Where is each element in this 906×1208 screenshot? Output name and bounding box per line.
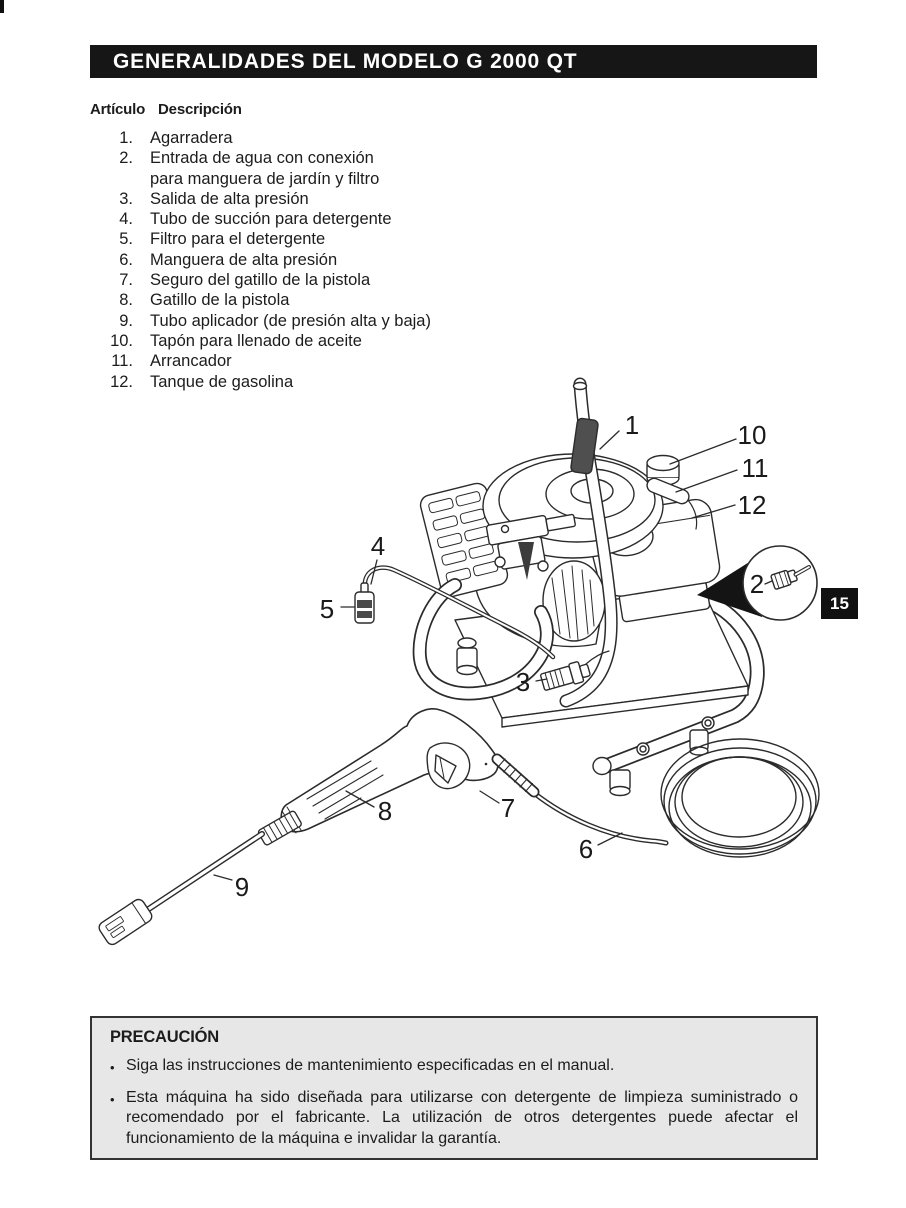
callout-5: 5 <box>320 594 334 624</box>
item-number: 8. <box>119 291 133 310</box>
page-title: GENERALIDADES DEL MODELO G 2000 QT <box>113 49 578 73</box>
list-item: 10. Tapón para llenado de aceite <box>85 331 505 351</box>
column-header-item: Artículo <box>90 101 146 118</box>
starter-handle <box>646 477 698 530</box>
item-number: 12. <box>110 372 133 391</box>
list-item: 12. Tanque de gasolina <box>85 372 505 392</box>
front-frame-loop <box>412 578 554 701</box>
list-item: 3. Salida de alta presión <box>85 189 505 209</box>
item-number: 5. <box>119 230 133 249</box>
callout-7: 7 <box>501 793 515 823</box>
callout-8: 8 <box>378 796 392 826</box>
callout-9: 9 <box>235 872 249 902</box>
item-description: Arrancador <box>150 352 232 371</box>
caution-box: PRECAUCIÓN • Siga las instrucciones de ma… <box>90 1016 818 1160</box>
list-item: 8. Gatillo de la pistola <box>85 290 505 310</box>
spray-gun <box>98 708 540 946</box>
list-item: 9. Tubo aplicador (de presión alta y baja… <box>85 311 505 331</box>
item-description: Tapón para llenado de aceite <box>150 331 362 350</box>
caution-bullet: • Esta máquina ha sido diseñada para util… <box>110 1088 798 1150</box>
page-number-tab: 15 <box>821 588 858 619</box>
item-number: 7. <box>119 271 133 290</box>
caution-bullet-text: Esta máquina ha sido diseñada para utili… <box>126 1088 798 1147</box>
item-number: 1. <box>119 129 133 147</box>
item-description: Tubo de succión para detergente <box>150 210 392 229</box>
item-description: Entrada de agua con conexión para mangue… <box>150 149 380 188</box>
carburetor-detail <box>485 513 576 580</box>
bullet-icon: • <box>110 1091 115 1107</box>
callout-4: 4 <box>371 531 385 561</box>
item-number: 6. <box>119 250 133 269</box>
detergent-filter <box>354 582 375 624</box>
callout-1: 1 <box>625 410 639 440</box>
high-pressure-hose <box>531 738 820 858</box>
parts-list: 1. Agarradera 2. Entrada de agua con conexi… <box>85 128 505 392</box>
outlet-fitting <box>539 650 610 691</box>
callout-11: 11 <box>742 453 769 483</box>
frame-feet <box>609 716 715 797</box>
parts-list-header: Artículo Descripción <box>90 101 242 118</box>
callout-6: 6 <box>579 834 593 864</box>
item-description: Tanque de gasolina <box>150 372 294 391</box>
item-number: 10. <box>110 331 133 350</box>
item-description: Agarradera <box>150 129 233 147</box>
callout-3: 3 <box>516 667 530 697</box>
caution-bullet-text: Siga las instrucciones de mantenimiento … <box>126 1057 615 1074</box>
caution-title: PRECAUCIÓN <box>110 1028 219 1046</box>
list-item: 5. Filtro para el detergente <box>85 229 505 249</box>
caution-bullet: • Siga las instrucciones de mantenimiento… <box>110 1056 798 1079</box>
caution-bullet-list: • Siga las instrucciones de mantenimiento… <box>110 1056 798 1149</box>
item-number: 9. <box>119 311 133 330</box>
list-item: 6. Manguera de alta presión <box>85 250 505 270</box>
item-description: Salida de alta presión <box>150 189 309 208</box>
callout-leader-lines <box>213 430 773 881</box>
item-description: Manguera de alta presión <box>150 250 338 269</box>
section-header-bar: GENERALIDADES DEL MODELO G 2000 QT <box>90 45 817 78</box>
bullet-icon: • <box>110 1060 115 1075</box>
callout-2: 2 <box>750 569 764 599</box>
list-item: 1. Agarradera <box>85 128 505 148</box>
list-item: 11. Arrancador <box>85 351 505 371</box>
item-description: Seguro del gatillo de la pistola <box>150 271 371 290</box>
item-description: Filtro para el detergente <box>150 230 326 249</box>
machine-illustration <box>98 377 820 946</box>
item-number: 2. <box>119 149 133 168</box>
print-corner-mark <box>0 0 4 13</box>
item-description: Tubo aplicador (de presión alta y baja) <box>150 311 431 330</box>
list-item: 7. Seguro del gatillo de la pistola <box>85 270 505 290</box>
callout-numbers: 1 2 3 4 5 6 7 8 9 10 11 12 <box>235 410 769 902</box>
oil-cap <box>646 454 680 487</box>
list-item: 4. Tubo de succión para detergente <box>85 209 505 229</box>
item-number: 4. <box>119 210 133 229</box>
handle <box>559 377 618 708</box>
item-number: 3. <box>119 189 133 208</box>
item-number: 11. <box>111 352 133 371</box>
item-description: Gatillo de la pistola <box>150 291 290 310</box>
callout-10: 10 <box>738 420 767 450</box>
column-header-description: Descripción <box>158 101 242 118</box>
inlet-callout <box>697 545 818 621</box>
list-item: 2. Entrada de agua con conexión para mang… <box>85 148 505 189</box>
callout-12: 12 <box>738 490 767 520</box>
